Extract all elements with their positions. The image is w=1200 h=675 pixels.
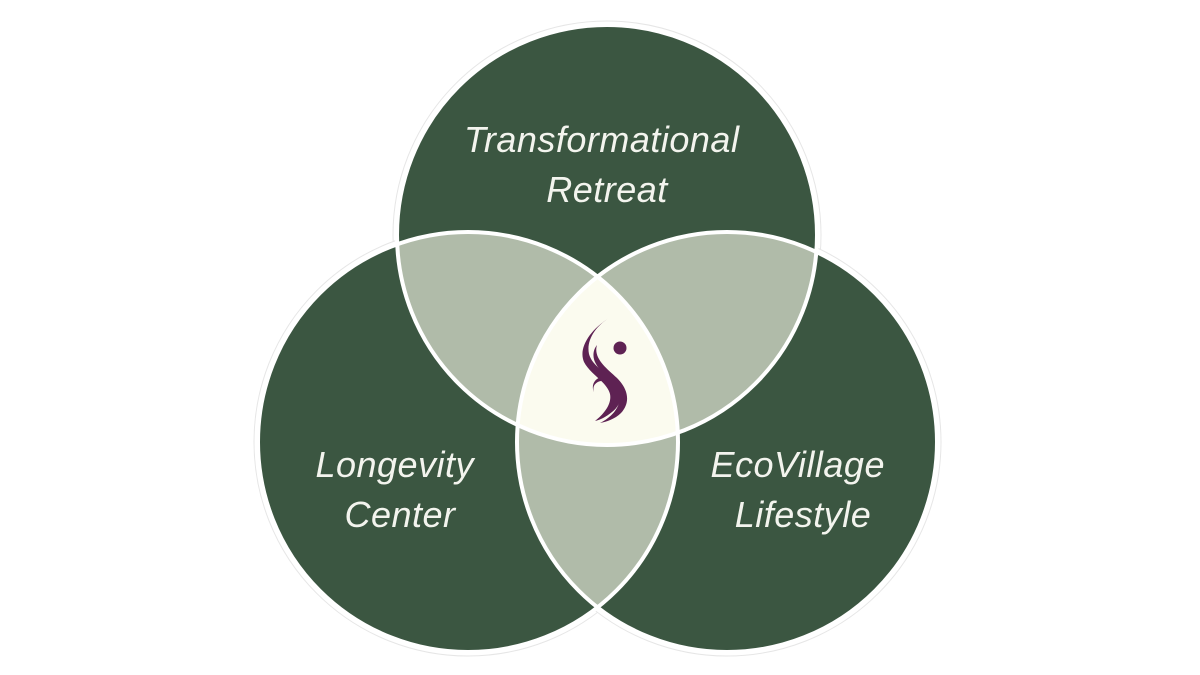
label-ecovillage-lifestyle: EcoVillage Lifestyle xyxy=(711,444,896,535)
label-left-line-1: Longevity xyxy=(315,444,475,485)
label-right-line-1: EcoVillage xyxy=(711,444,885,485)
stroke-top xyxy=(395,23,819,447)
overlap-center-clip-left xyxy=(517,232,678,445)
label-top-line-2: Retreat xyxy=(546,169,669,210)
label-top-line-1: Transformational xyxy=(464,119,740,160)
logo-head-dot xyxy=(613,341,627,355)
circle-strokes xyxy=(256,23,939,654)
label-longevity-center: Longevity Center xyxy=(315,444,484,535)
logo-small-crescent xyxy=(592,377,601,392)
purple-s-figure-logo-icon xyxy=(582,318,628,423)
overlap-center-region xyxy=(517,232,678,445)
overlap-center-clip-top xyxy=(517,232,678,445)
logo-upper-swoosh xyxy=(582,318,622,421)
logo-lower-swoosh xyxy=(593,345,628,423)
stroke-left xyxy=(256,230,680,654)
stroke-right xyxy=(515,230,939,654)
label-left-line-2: Center xyxy=(344,494,457,535)
label-right-line-2: Lifestyle xyxy=(735,494,872,535)
label-transformational-retreat: Transformational Retreat xyxy=(464,119,750,210)
